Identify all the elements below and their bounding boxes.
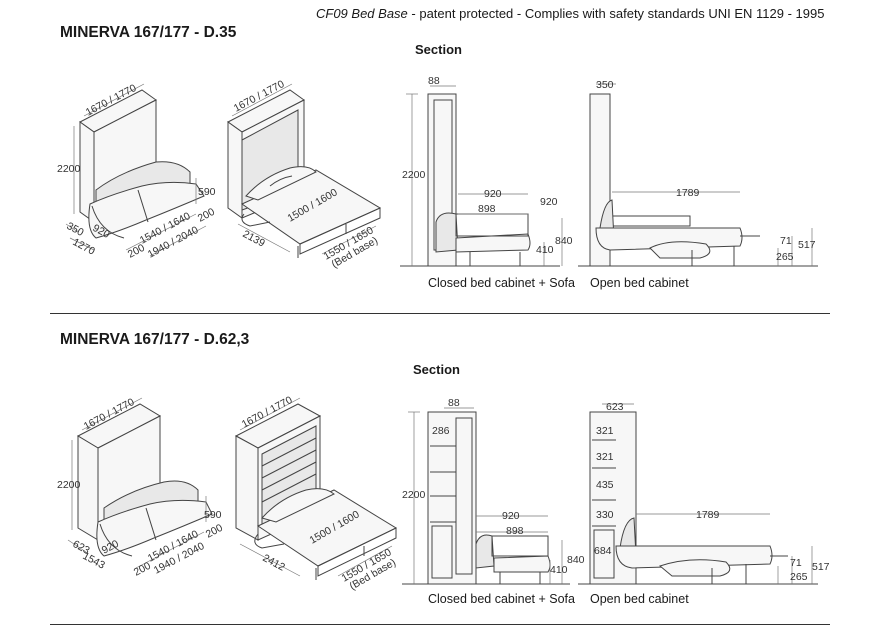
- model2-caption-closed: Closed bed cabinet + Sofa: [428, 592, 575, 606]
- m1-sc-d898: 898: [478, 203, 496, 215]
- section-divider: [50, 313, 830, 314]
- model2-iso-open: [234, 397, 398, 580]
- m1-sc-d920b: 920: [540, 196, 558, 208]
- m2-iso2-length: 2412: [261, 552, 287, 574]
- model1-caption-open: Open bed cabinet: [590, 276, 689, 290]
- m1-sc-d920a: 920: [484, 188, 502, 200]
- header-product-code: CF09 Bed Base: [316, 6, 408, 21]
- m2-sc-s286: 286: [432, 425, 450, 437]
- m2-sc-top: 88: [448, 397, 460, 409]
- m2-sc-d840: 840: [567, 554, 585, 566]
- m2-so-s321b: 321: [596, 451, 614, 463]
- m2-iso1-s200b: 200: [204, 522, 225, 541]
- m1-sc-top: 88: [428, 75, 440, 87]
- m2-iso1-height: 2200: [57, 479, 81, 491]
- model1-iso-closed: [65, 83, 207, 257]
- m2-so-s684: 684: [594, 545, 612, 557]
- m1-so-d1789: 1789: [676, 187, 700, 199]
- model2-iso-closed: [67, 397, 213, 569]
- m2-so-top: 623: [606, 401, 624, 413]
- m2-sc-d410: 410: [550, 564, 568, 576]
- m1-so-d265: 265: [776, 251, 794, 263]
- model2-title: MINERVA 167/177 - D.62,3: [60, 331, 250, 348]
- model2-caption-open: Open bed cabinet: [590, 592, 689, 606]
- model1-section-closed: [400, 85, 563, 267]
- m2-sc-d898: 898: [506, 525, 524, 537]
- header-note: - patent protected - Complies with safet…: [407, 6, 825, 21]
- model1-title: MINERVA 167/177 - D.35: [60, 24, 237, 41]
- m2-so-d1789: 1789: [696, 509, 720, 521]
- model1-caption-closed: Closed bed cabinet + Sofa: [428, 276, 575, 290]
- model1-section-label: Section: [415, 42, 462, 57]
- model2-section-closed: [402, 407, 570, 585]
- m1-sc-height: 2200: [402, 169, 426, 181]
- m1-so-d71: 71: [780, 235, 792, 247]
- m2-so-s321a: 321: [596, 425, 614, 437]
- m2-sc-d920a: 920: [502, 510, 520, 522]
- model1-section-open: [578, 83, 818, 267]
- page-header: CF09 Bed Base - patent protected - Compl…: [316, 6, 824, 21]
- m1-so-top: 350: [596, 79, 614, 91]
- m2-sc-height: 2200: [402, 489, 426, 501]
- m1-iso1-height: 2200: [57, 163, 81, 175]
- m1-iso1-seat: 590: [198, 186, 216, 198]
- m2-so-s330: 330: [596, 509, 614, 521]
- m2-so-d517: 517: [812, 561, 830, 573]
- m1-sc-d410: 410: [536, 244, 554, 256]
- model2-section-open: [578, 403, 818, 585]
- model2-section-label: Section: [413, 362, 460, 377]
- m2-so-d265: 265: [790, 571, 808, 583]
- m1-iso1-depth-open: 1270: [71, 236, 97, 258]
- m2-so-d71: 71: [790, 557, 802, 569]
- m1-so-d517: 517: [798, 239, 816, 251]
- m1-iso2-length: 2139: [241, 228, 267, 250]
- model1-iso-open: [227, 83, 382, 258]
- m2-iso1-seat: 590: [204, 509, 222, 521]
- m1-sc-d840: 840: [555, 235, 573, 247]
- bottom-rule: [50, 624, 830, 625]
- m1-iso1-s200b: 200: [196, 206, 217, 225]
- m2-so-s435: 435: [596, 479, 614, 491]
